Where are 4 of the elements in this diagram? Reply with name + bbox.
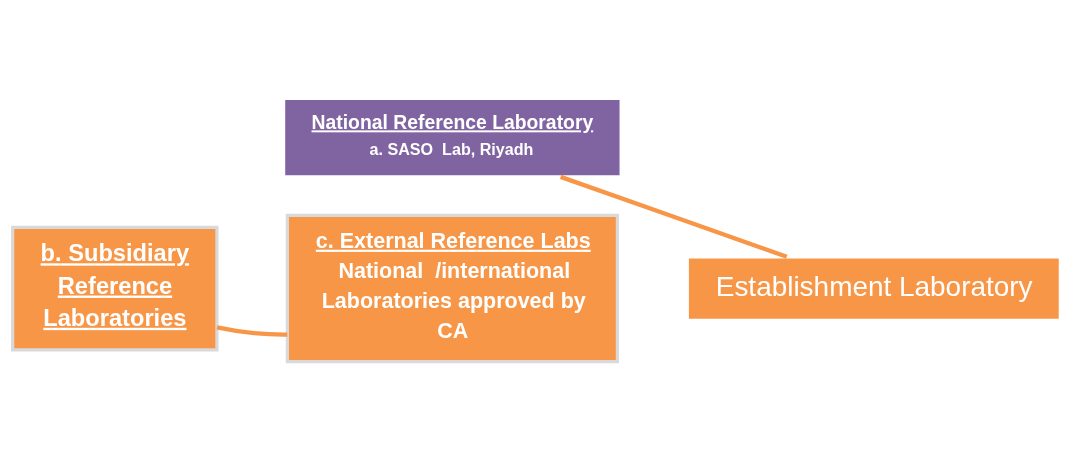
node-box: b. Subsidiary Reference Laboratories [11,225,219,351]
node-box: c. External Reference Labs National /international Laboratories approved by CA [285,213,619,363]
connector [216,324,288,337]
connector [559,174,788,259]
